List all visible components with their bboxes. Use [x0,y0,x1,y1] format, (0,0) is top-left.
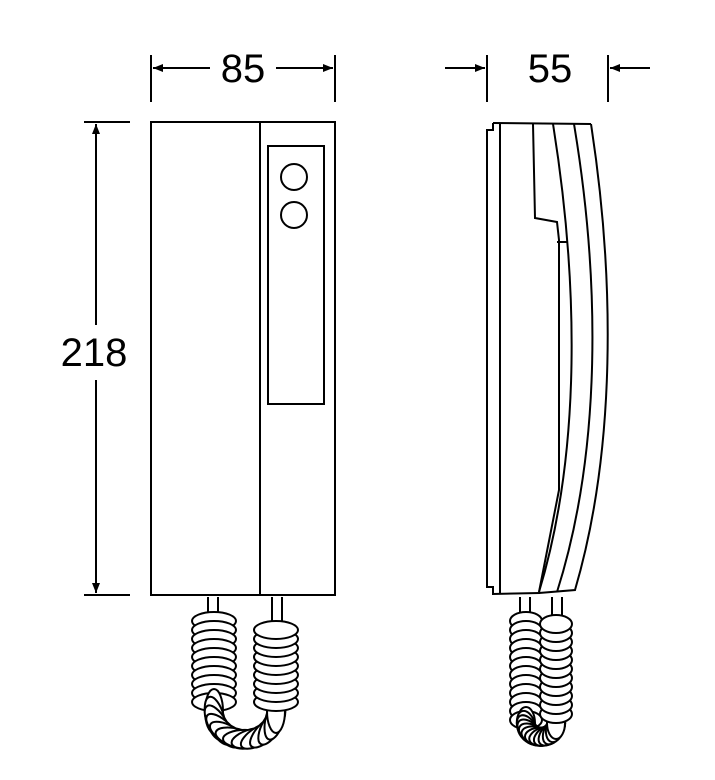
wall-plate [486,123,541,596]
width-label: 85 [221,47,266,91]
button-panel [267,145,325,405]
hook-profile [532,123,560,593]
unit-body [150,121,336,596]
handset-outer-curve [538,123,609,594]
coil-loop [253,620,299,640]
width-dimension: 85 [150,47,336,102]
coiled-cord [509,597,573,747]
handset-middle-curve [556,123,594,593]
height-label: 218 [61,331,128,375]
height-dimension: 218 [61,121,130,596]
coiled-cord [191,597,299,750]
button-2 [280,201,308,229]
top-edge [492,122,592,125]
button-1 [280,163,308,191]
depth-dimension: 55 [445,47,650,102]
handset-inner-curve [538,123,573,593]
side-view [486,122,609,747]
depth-label: 55 [528,47,573,91]
coil-loop [539,614,573,634]
front-view [150,121,336,750]
